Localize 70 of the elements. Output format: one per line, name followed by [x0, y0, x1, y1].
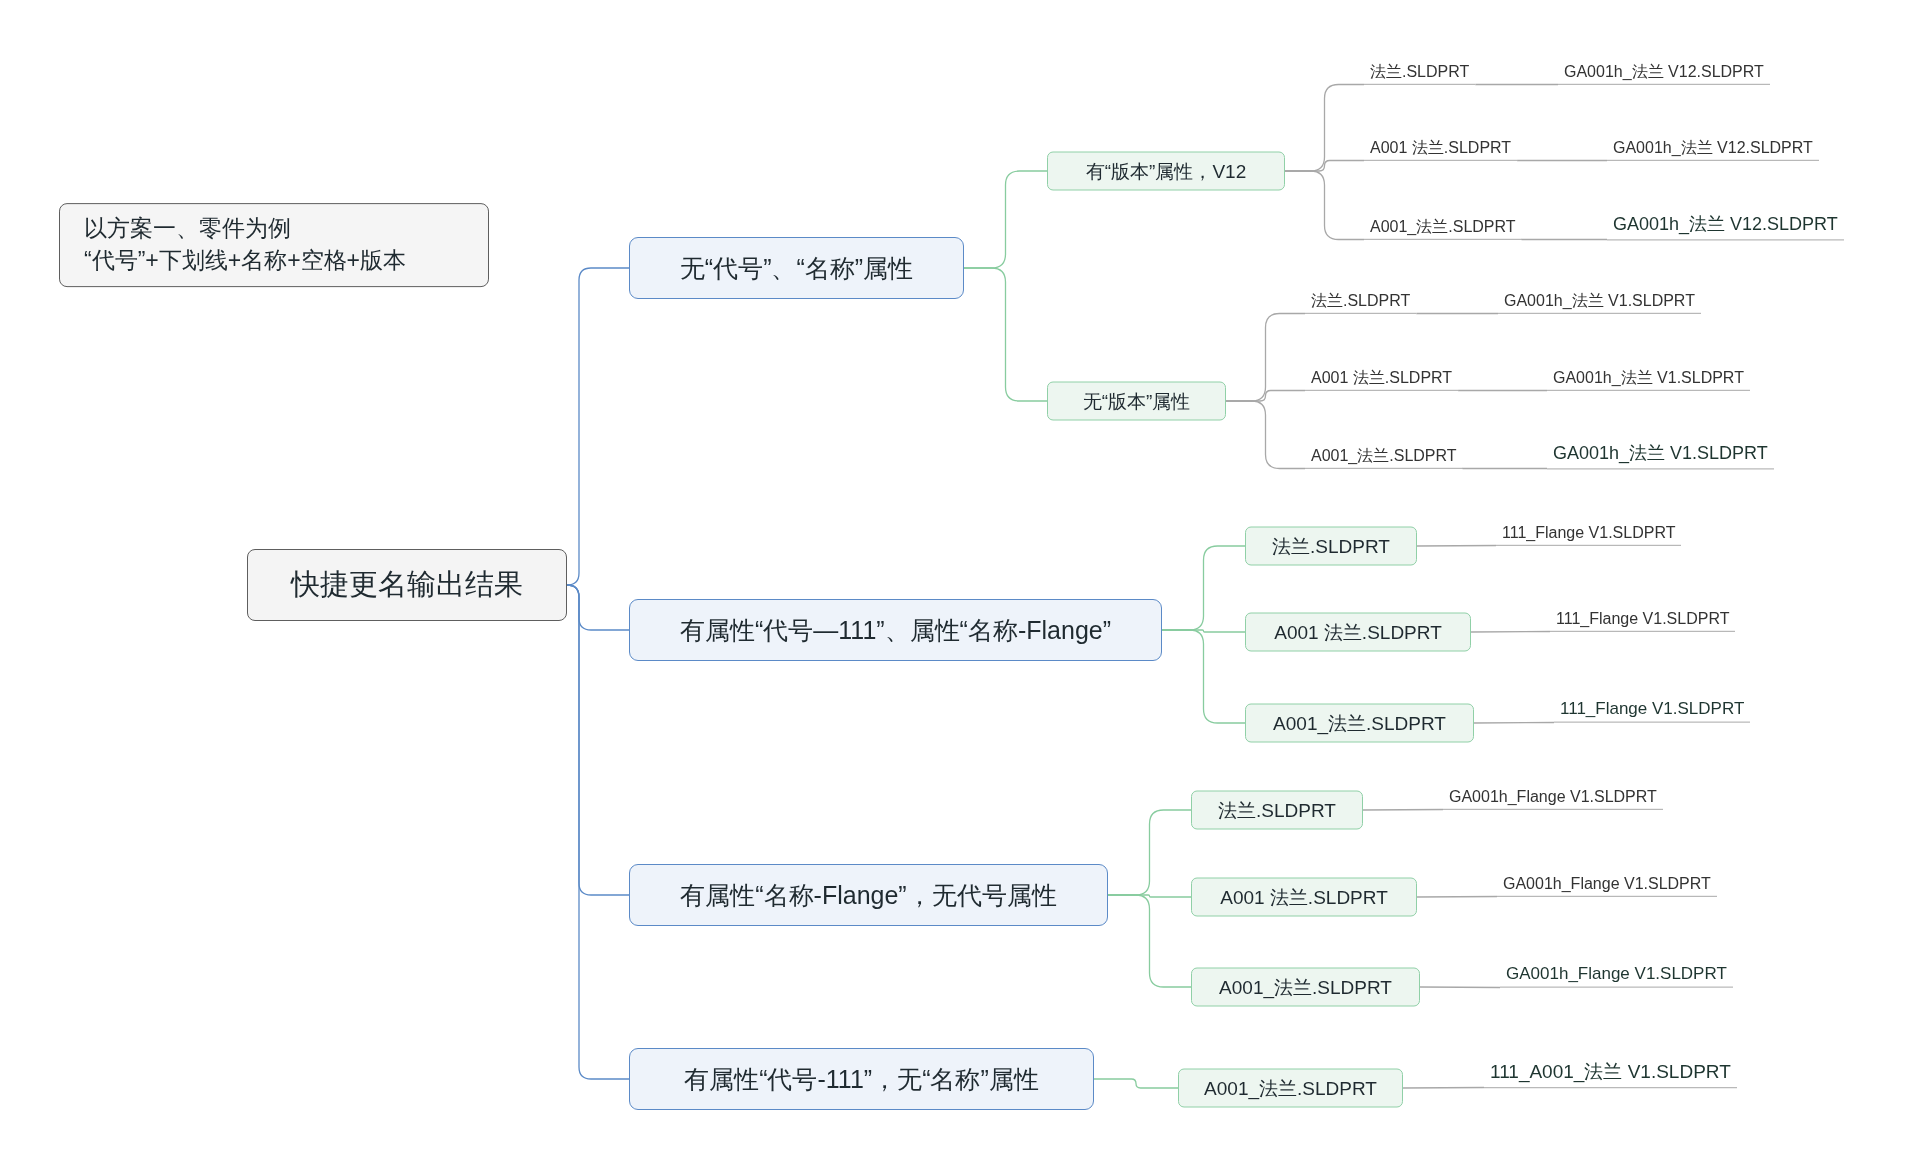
- subtopic-box: [1047, 381, 1226, 421]
- topic-text: A001_法兰.SLDPRT: [1370, 216, 1516, 236]
- subtopic-box: [1047, 151, 1285, 191]
- connector-line: [1461, 467, 1548, 470]
- topic-text: 法兰.SLDPRT: [1311, 290, 1411, 310]
- root-topic-box: [247, 549, 567, 621]
- subtopic-box: [1245, 703, 1474, 743]
- topic-text: 有属性“代号-111”，无“名称”属性: [684, 1063, 1039, 1095]
- note-box: [59, 203, 489, 287]
- topic-text: 111_Flange V1.SLDPRT: [1556, 608, 1730, 628]
- connector-line: [1419, 986, 1501, 989]
- topic-box: [629, 237, 964, 299]
- subtopic-box: [1178, 1068, 1403, 1108]
- connector-line: [1362, 808, 1444, 811]
- topic-box: [629, 1048, 1094, 1110]
- topic-text: A001 法兰.SLDPRT: [1220, 885, 1388, 909]
- topic-text: GA001h_法兰 V1.SLDPRT: [1553, 367, 1744, 387]
- topic-text: GA001h_法兰 V1.SLDPRT: [1504, 290, 1695, 310]
- topic-text: A001_法兰.SLDPRT: [1219, 975, 1392, 1000]
- subtopic-box: [1191, 877, 1417, 917]
- connector-line: [1093, 1078, 1179, 1089]
- topic-box: [629, 599, 1162, 661]
- topic-text: 法兰.SLDPRT: [1370, 61, 1470, 81]
- topic-text: GA001h_法兰 V1.SLDPRT: [1553, 443, 1768, 465]
- connector-line: [1473, 721, 1555, 724]
- connector-line: [1416, 544, 1497, 547]
- topic-text: A001 法兰.SLDPRT: [1274, 620, 1442, 644]
- topic-text: A001 法兰.SLDPRT: [1370, 137, 1512, 157]
- topic-text: A001 法兰.SLDPRT: [1311, 367, 1453, 387]
- connector-line: [566, 267, 630, 586]
- subtopic-box: [1191, 790, 1363, 830]
- connector-line: [1516, 159, 1608, 162]
- topic-text: 法兰.SLDPRT: [1272, 534, 1390, 558]
- subtopic-box: [1245, 612, 1471, 652]
- topic-text: A001_法兰.SLDPRT: [1204, 1076, 1377, 1101]
- note-text: 以方案一、零件为例: [84, 214, 291, 244]
- topic-text: 111_A001_法兰 V1.SLDPRT: [1490, 1061, 1731, 1084]
- topic-text: GA001h_Flange V1.SLDPRT: [1449, 786, 1657, 806]
- topic-text: 快捷更名输出结果: [291, 567, 523, 602]
- topic-text: GA001h_Flange V1.SLDPRT: [1503, 873, 1711, 893]
- subtopic-box: [1245, 526, 1417, 566]
- note-text: “代号”+下划线+名称+空格+版本: [84, 246, 407, 275]
- topic-text: GA001h_法兰 V12.SLDPRT: [1564, 61, 1764, 81]
- connector-line: [1457, 389, 1548, 392]
- connector-line: [1416, 895, 1498, 898]
- connector-line: [1402, 1086, 1485, 1089]
- subtopic-box: [1191, 967, 1420, 1007]
- topic-text: 111_Flange V1.SLDPRT: [1502, 522, 1676, 542]
- topic-text: A001_法兰.SLDPRT: [1311, 445, 1457, 465]
- connector-line: [1520, 238, 1608, 241]
- connector-line: [1474, 83, 1559, 86]
- connector-line: [963, 267, 1048, 402]
- topic-text: GA001h_法兰 V12.SLDPRT: [1613, 137, 1813, 157]
- connector-line: [1225, 400, 1306, 470]
- topic-box: [629, 864, 1108, 926]
- topic-text: 有属性“名称-Flange”，无代号属性: [680, 879, 1057, 911]
- topic-text: 无“版本”属性: [1082, 389, 1191, 413]
- topic-text: GA001h_Flange V1.SLDPRT: [1506, 963, 1727, 984]
- connector-line: [1470, 630, 1551, 633]
- topic-text: 有“版本”属性，V12: [1085, 159, 1247, 183]
- connector-line: [1107, 894, 1192, 988]
- topic-text: 无“代号”、“名称”属性: [679, 252, 914, 284]
- topic-text: A001_法兰.SLDPRT: [1273, 711, 1446, 736]
- connector-line: [1284, 170, 1365, 241]
- topic-text: 有属性“代号—111”、属性“名称-Flange”: [679, 614, 1112, 646]
- connector-line: [1415, 312, 1499, 315]
- topic-text: 法兰.SLDPRT: [1218, 798, 1336, 822]
- connector-line: [1161, 629, 1246, 724]
- topic-text: GA001h_法兰 V12.SLDPRT: [1613, 214, 1838, 236]
- topic-text: 111_Flange V1.SLDPRT: [1560, 698, 1745, 719]
